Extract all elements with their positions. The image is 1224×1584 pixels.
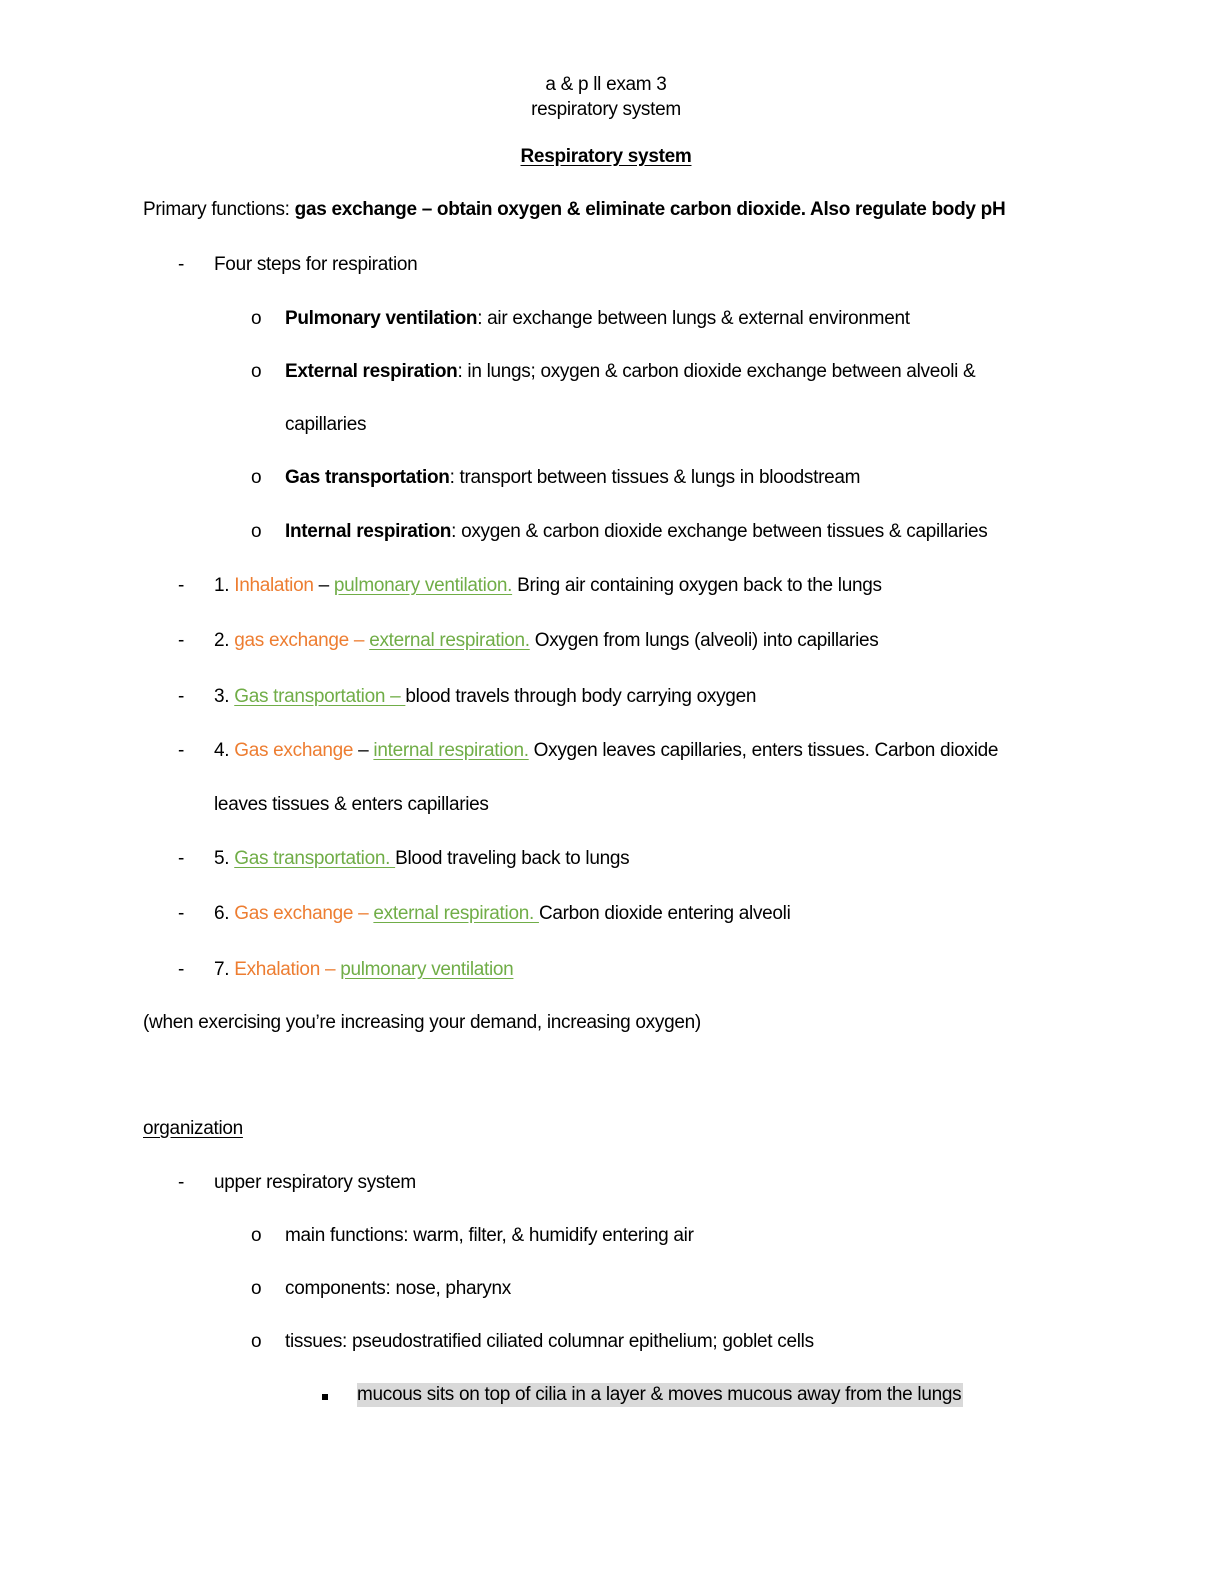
- list-item: components: nose, pharynx: [285, 1278, 511, 1299]
- list-item: Internal respiration: oxygen & carbon di…: [285, 520, 988, 544]
- highlighted-sub-item: mucous sits on top of cilia in a layer &…: [357, 1383, 964, 1407]
- page-title: Respiratory system: [520, 146, 692, 167]
- circle-bullet: o: [251, 1278, 262, 1299]
- list-item: Gas transportation: transport between ti…: [285, 466, 861, 490]
- desc: : transport between tissues & lungs in b…: [449, 467, 861, 488]
- organization-heading: organization: [143, 1118, 243, 1139]
- header-course: a & p ll exam 3: [545, 74, 667, 95]
- step-continuation: leaves tissues & enters capillaries: [214, 794, 489, 815]
- header-subject: respiratory system: [531, 99, 681, 120]
- four-steps-label: Four steps for respiration: [214, 254, 418, 275]
- circle-bullet: o: [251, 361, 262, 382]
- list-item-continuation: capillaries: [285, 414, 367, 435]
- dash-bullet: -: [178, 959, 185, 980]
- desc: : oxygen & carbon dioxide exchange betwe…: [451, 521, 988, 542]
- primary-bold: gas exchange – obtain oxygen & eliminate…: [294, 199, 1006, 220]
- step-item: 5. Gas transportation. Blood traveling b…: [214, 848, 630, 869]
- list-item: tissues: pseudostratified ciliated colum…: [285, 1331, 814, 1352]
- step-item: 4. Gas exchange – internal respiration. …: [214, 740, 999, 761]
- dash-bullet: -: [178, 740, 185, 761]
- desc: : in lungs; oxygen & carbon dioxide exch…: [457, 361, 976, 382]
- dash-bullet: -: [178, 903, 185, 924]
- circle-bullet: o: [251, 521, 262, 542]
- step-item: 3. Gas transportation – blood travels th…: [214, 686, 757, 707]
- upper-respiratory-label: upper respiratory system: [214, 1172, 416, 1193]
- list-item: External respiration: in lungs; oxygen &…: [285, 360, 976, 384]
- exercise-note: (when exercising you’re increasing your …: [143, 1012, 701, 1033]
- dash-bullet: -: [178, 686, 185, 707]
- step-item: 7. Exhalation – pulmonary ventilation: [214, 959, 514, 980]
- step-item: 6. Gas exchange – external respiration. …: [214, 903, 791, 924]
- dash-bullet: -: [178, 848, 185, 869]
- circle-bullet: o: [251, 1331, 262, 1352]
- list-item: Pulmonary ventilation: air exchange betw…: [285, 307, 910, 331]
- term: Pulmonary ventilation: [285, 308, 478, 329]
- step-item: 2. gas exchange – external respiration. …: [214, 630, 879, 651]
- circle-bullet: o: [251, 1225, 262, 1246]
- step-item: 1. Inhalation – pulmonary ventilation. B…: [214, 575, 882, 596]
- dash-bullet: -: [178, 575, 185, 596]
- circle-bullet: o: [251, 467, 262, 488]
- desc: : air exchange between lungs & external …: [477, 308, 910, 329]
- term: Internal respiration: [285, 521, 452, 542]
- square-bullet-icon: [322, 1383, 328, 1407]
- primary-label: Primary functions:: [143, 199, 295, 220]
- dash-bullet: -: [178, 630, 185, 651]
- circle-bullet: o: [251, 308, 262, 329]
- dash-bullet: -: [178, 254, 185, 275]
- term: Gas transportation: [285, 467, 450, 488]
- term: External respiration: [285, 361, 458, 382]
- dash-bullet: -: [178, 1172, 185, 1193]
- list-item: main functions: warm, filter, & humidify…: [285, 1225, 694, 1246]
- primary-functions: Primary functions: gas exchange – obtain…: [143, 198, 1006, 222]
